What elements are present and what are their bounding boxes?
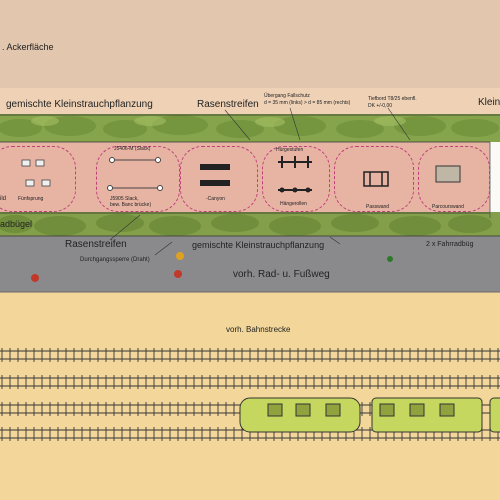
transition-label: Übergang Fallschutz d = 35 mm (links) > … xyxy=(264,93,351,106)
right-top-label: Klein xyxy=(478,97,500,108)
train xyxy=(239,397,500,433)
zone-huerden xyxy=(262,146,330,212)
rail-area xyxy=(0,292,500,500)
bike-right-label: 2 x Fahrradbüg xyxy=(426,241,474,248)
zone-canyon-label: -Canyon xyxy=(206,196,225,202)
zone-slack xyxy=(96,146,180,212)
seating-icons xyxy=(21,159,51,187)
zone-canyon xyxy=(180,146,258,212)
zone-huerden-label: Hürgestufen xyxy=(276,147,304,153)
zone-parcours-label: Parcourswand xyxy=(432,204,464,210)
zone-fuenf-label: Fünfsprung xyxy=(18,196,44,202)
grass-bottom-label: Rasenstreifen xyxy=(65,239,127,250)
grass-top-label: Rasenstreifen xyxy=(197,99,259,110)
canyon-icon xyxy=(200,164,230,186)
zone-fuenfsprung xyxy=(0,146,76,212)
zone-passwand-label: Passwand xyxy=(366,204,390,210)
bike-left-label: adbügel xyxy=(0,219,33,229)
path-label: vorh. Rad- u. Fußweg xyxy=(233,269,330,280)
barrier-label: Durchgangssperre (Draht) xyxy=(80,257,150,263)
playground-right-edge xyxy=(490,142,500,218)
curb-label: Tiefbord T8/25 ebenfl. DK +/-0,00 xyxy=(368,96,417,109)
zone-j5406-label: J5406-M (Slack) xyxy=(114,146,151,152)
path-area xyxy=(0,236,500,292)
field-label: . Ackerfläche xyxy=(2,42,54,52)
zone-j5905-label: J5905 Slack, bew. Banc brücke) xyxy=(110,196,152,208)
shrub-top-label: gemischte Kleinstrauchpflanzung xyxy=(6,99,153,110)
zone-parcours xyxy=(418,146,490,212)
rail-label: vorh. Bahnstrecke xyxy=(226,325,291,334)
person-icons xyxy=(31,252,393,282)
zone-left-label: ild xyxy=(0,196,7,202)
passwand-icon xyxy=(363,171,389,187)
shrub-bottom-label: gemischte Kleinstrauchpflanzung xyxy=(192,240,325,250)
planting-strip-top xyxy=(0,88,500,116)
zone-hangel-label: Hängerollen xyxy=(280,201,307,207)
zone-passwand xyxy=(334,146,414,212)
parcours-icon xyxy=(435,165,461,183)
